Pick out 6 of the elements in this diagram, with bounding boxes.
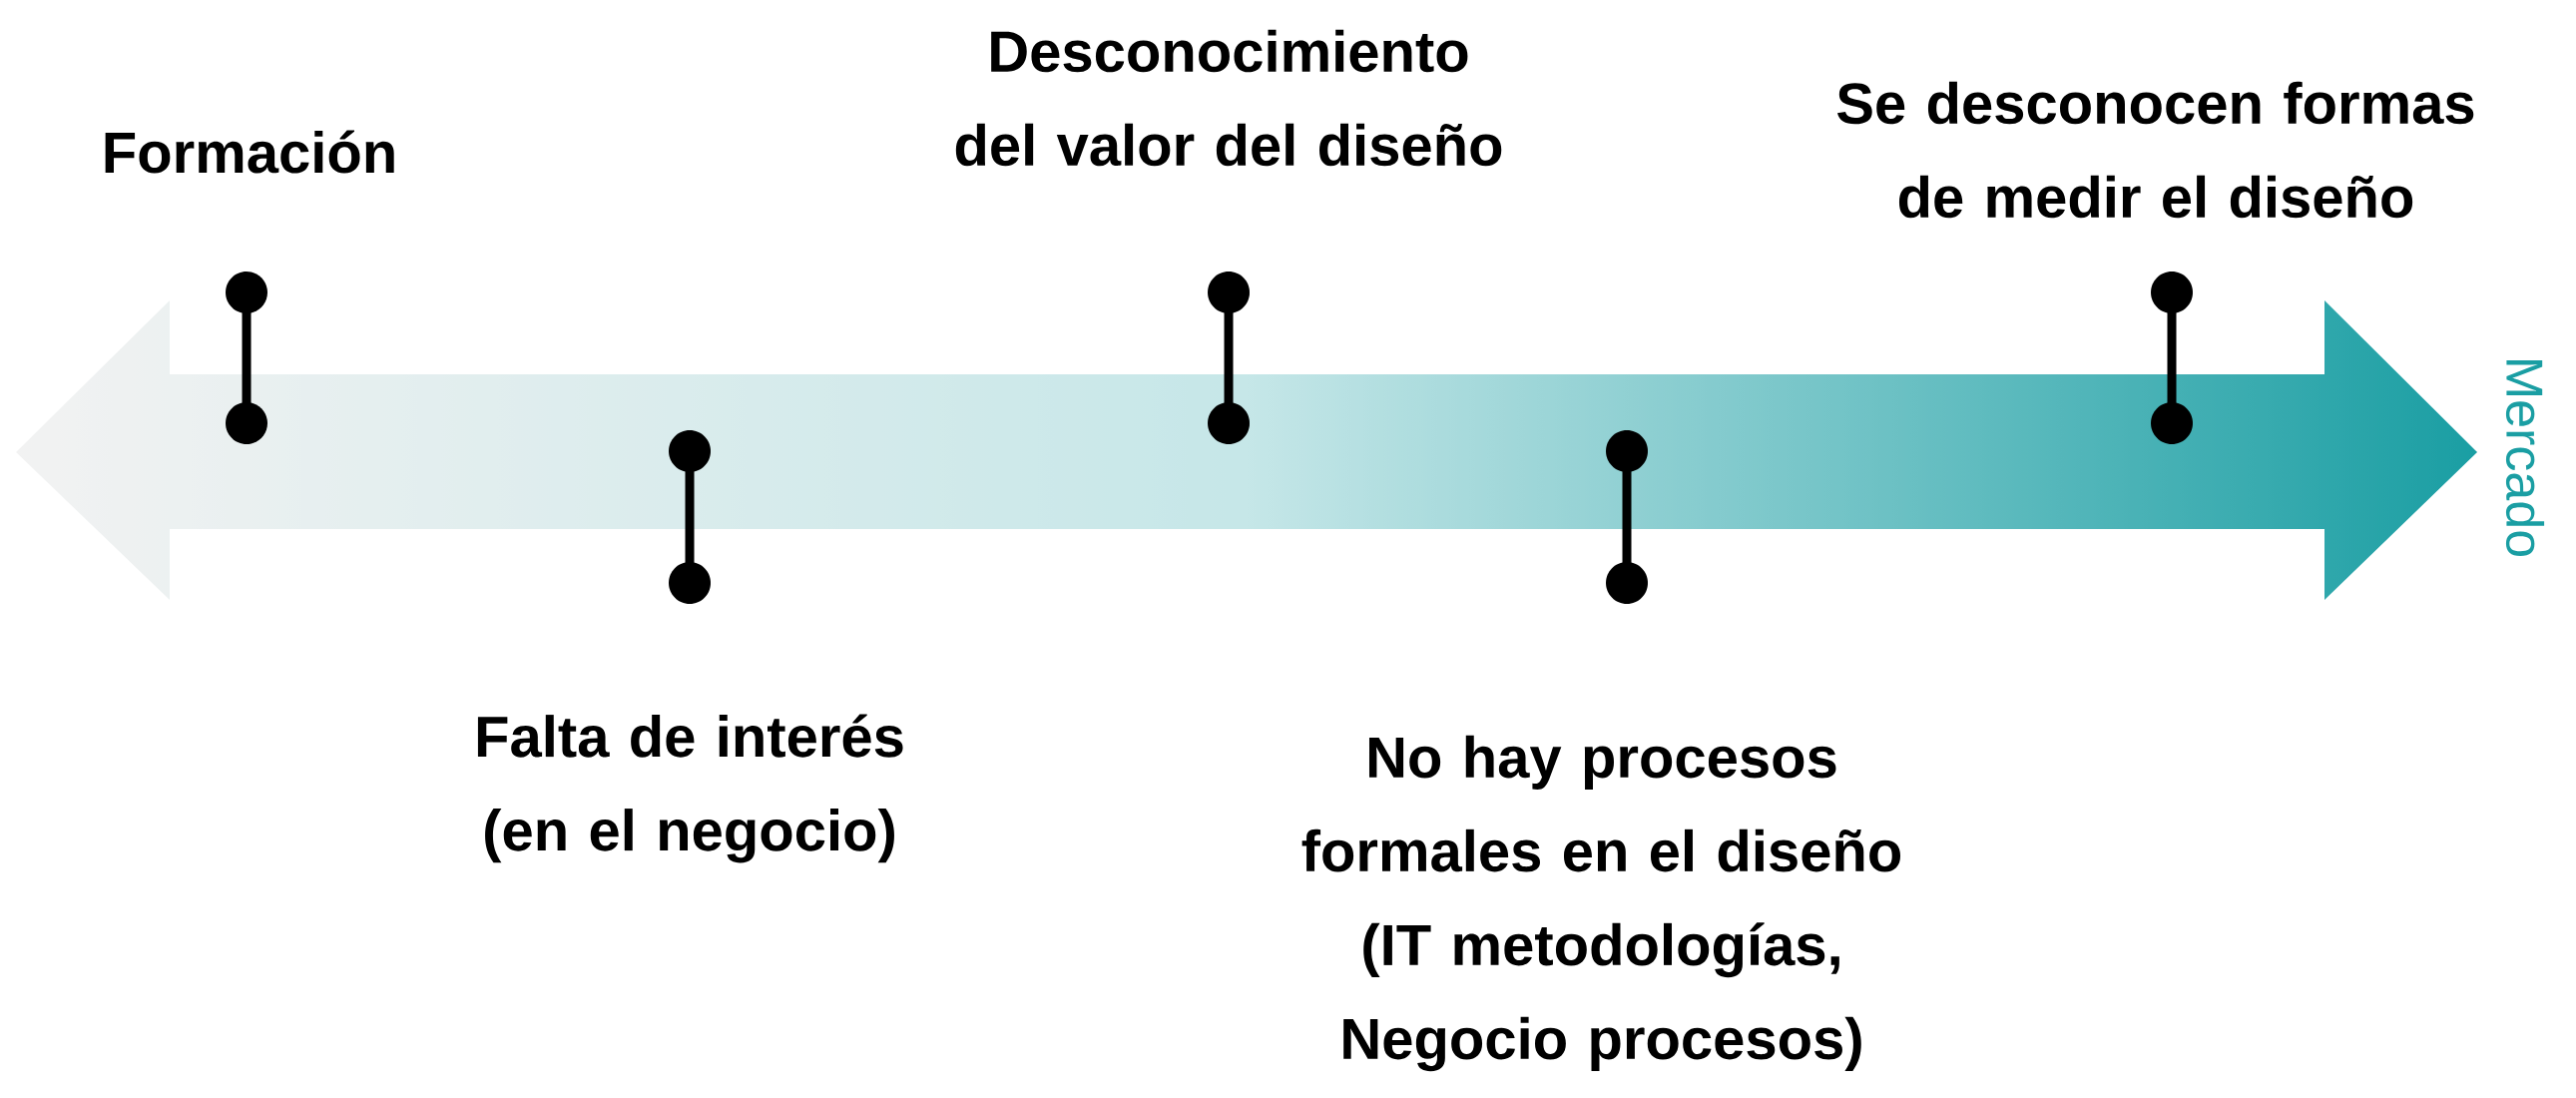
timeline-label: No hay procesos formales en el diseño (IT metodologías, Negocio procesos) — [1301, 735, 1901, 1072]
timeline-label: Desconocimiento del valor del diseño — [955, 29, 1502, 167]
timeline-label: Se desconocen formas de medir el diseño — [1837, 81, 2474, 219]
timeline-label: Falta de interés (en el negocio) — [477, 714, 903, 863]
timeline-label: Formación — [105, 130, 394, 174]
side-label: Mercado — [2505, 360, 2545, 556]
